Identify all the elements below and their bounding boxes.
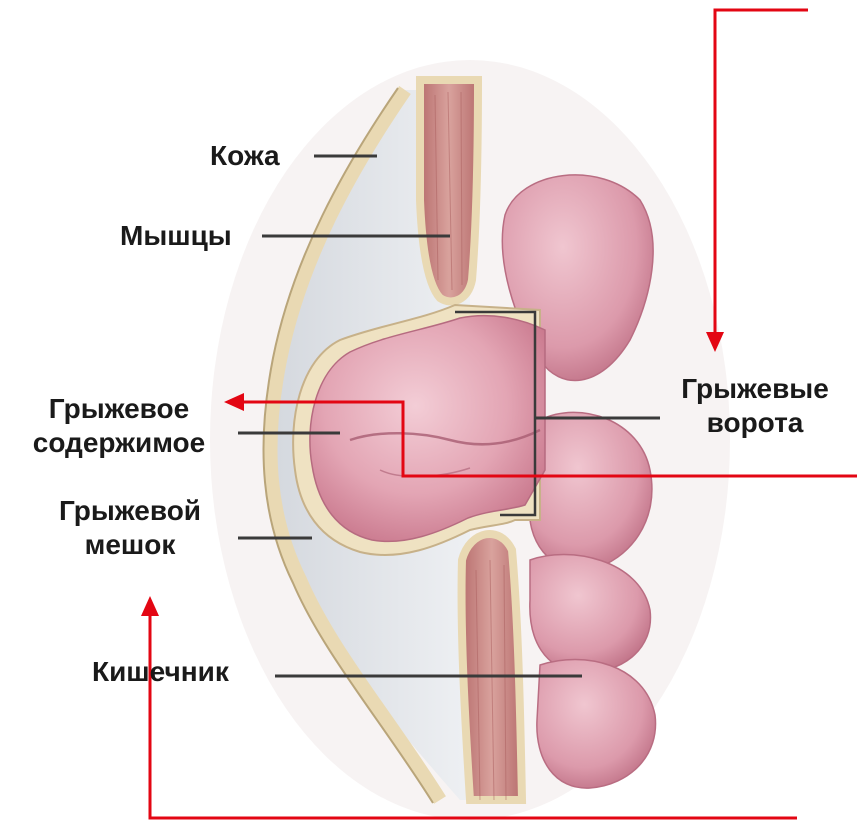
label-intestine: Кишечник — [92, 655, 229, 689]
red-arrow-top-right — [715, 10, 808, 340]
upper-muscle — [420, 80, 478, 301]
label-hernia-contents: Грыжевое содержимое — [8, 392, 230, 460]
label-muscles: Мышцы — [120, 219, 232, 253]
label-skin: Кожа — [210, 139, 280, 173]
label-hernia-contents-line1: Грыжевое — [8, 392, 230, 426]
label-hernia-sac-line1: Грыжевой — [30, 494, 230, 528]
label-hernia-gate-line1: Грыжевые — [660, 372, 850, 406]
label-hernia-gate-line2: ворота — [660, 406, 850, 440]
label-hernia-sac: Грыжевой мешок — [30, 494, 230, 562]
red-arrowhead-up — [141, 596, 159, 616]
label-hernia-contents-line2: содержимое — [8, 426, 230, 460]
label-hernia-gate: Грыжевые ворота — [660, 372, 850, 440]
label-hernia-sac-line2: мешок — [30, 528, 230, 562]
